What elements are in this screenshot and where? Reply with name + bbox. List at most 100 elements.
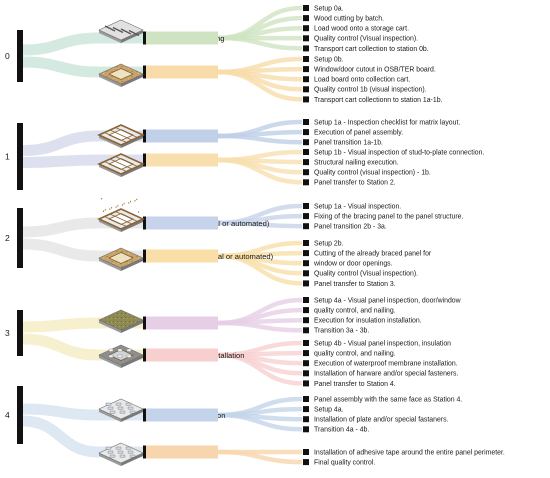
step-bullet	[303, 35, 309, 42]
step-text: Transition 3a - 3b.	[314, 328, 369, 335]
step-text: Installation of harware and/or special f…	[314, 371, 458, 378]
step-text: Transport cart collection to station 0b.	[314, 46, 429, 53]
step-bullet	[303, 270, 309, 277]
substation-label-box	[143, 348, 218, 362]
frame-panel-illustration	[97, 153, 145, 177]
step-text: Quality control (Visual inspection).	[314, 36, 418, 43]
step-text: Load board onto collection cart.	[314, 77, 410, 84]
station-flow-ribbon	[22, 32, 99, 56]
step-text: Cutting of the already braced panel for	[314, 251, 432, 258]
step-bullet	[303, 76, 309, 83]
step-text: Setup 2b.	[314, 240, 344, 247]
step-bullet	[303, 213, 309, 220]
step-bullet	[303, 45, 309, 52]
step-bullet	[303, 139, 309, 146]
step-bullet	[303, 56, 309, 62]
step-text: Quality control (Visual inspection).	[314, 271, 418, 278]
step-flow-ribbon	[217, 449, 303, 465]
step-bullet	[303, 406, 309, 413]
step-text: window or door openings.	[313, 261, 393, 268]
step-bullet	[303, 240, 309, 246]
station-number: 1	[5, 152, 10, 162]
membrane-panel-illustration	[98, 344, 144, 368]
step-text: Transport cart collectionn to station 1a…	[314, 97, 443, 104]
step-text: Structural nailing execution.	[314, 160, 399, 167]
substation-label-box	[143, 129, 218, 143]
frame-panel-illustration	[97, 124, 145, 148]
step-text: Execution of panel assembly.	[314, 130, 403, 137]
step-flow-ribbon	[217, 220, 303, 229]
step-bullet	[303, 66, 309, 73]
station-flow-ribbon	[22, 154, 99, 168]
station-bar	[17, 310, 23, 356]
substation-marker	[143, 65, 146, 79]
substation-label-box	[143, 65, 218, 79]
step-text: Quality control (visual inspection) - 1b…	[314, 170, 431, 177]
station-flow-ribbon	[22, 56, 99, 78]
substation-marker	[143, 31, 146, 45]
insulation-panel-illustration	[98, 309, 144, 333]
step-bullet	[303, 380, 309, 387]
osb-panel-illustration	[98, 63, 144, 87]
station-bar	[17, 123, 23, 190]
substation-marker	[143, 129, 146, 143]
step-bullet	[303, 260, 309, 267]
step-bullet	[303, 15, 309, 22]
step-text: Final quality control.	[314, 460, 375, 467]
step-flow-ribbon	[217, 157, 303, 185]
step-bullet	[303, 297, 309, 303]
diagram-nodes: 00a - Wood ChoppingSetup 0a.Wood cutting…	[5, 5, 505, 467]
plates-panel-illustration	[98, 442, 144, 466]
step-flow-ribbon	[217, 320, 303, 333]
station-bar	[17, 30, 23, 82]
step-bullet	[303, 169, 309, 176]
station-flow-ribbon	[22, 403, 99, 421]
step-bullet	[303, 340, 309, 346]
step-text: Load wood onto a storage cart.	[314, 26, 409, 33]
step-text: Setup 0a.	[314, 5, 344, 12]
step-text: quality control, and nailing.	[314, 351, 396, 358]
step-bullet	[303, 86, 309, 93]
step-bullet	[303, 25, 309, 32]
step-bullet	[303, 5, 309, 11]
step-text: Transition 4a - 4b.	[314, 427, 369, 434]
step-flow-ribbon	[217, 253, 303, 286]
step-bullet	[303, 426, 309, 433]
station-flow-ribbon	[22, 317, 99, 333]
step-bullet	[303, 179, 309, 186]
osb-panel-illustration	[98, 247, 144, 271]
step-bullet	[303, 327, 309, 334]
step-bullet	[303, 360, 309, 367]
station-bar	[17, 208, 23, 268]
substation-label-box	[143, 153, 218, 167]
step-bullet	[303, 119, 309, 125]
step-text: Execution of waterproof membrane install…	[314, 361, 458, 368]
step-bullet	[303, 416, 309, 423]
step-text: Wood cutting by batch.	[314, 16, 384, 23]
step-text: Window/door cutout in OSB/TER board.	[314, 67, 436, 74]
station-number: 3	[5, 328, 10, 338]
step-flow-ribbon	[217, 35, 303, 51]
step-text: Fixing of the bracing panel to the panel…	[314, 214, 463, 221]
step-text: Panel transfer to Station 4.	[314, 381, 396, 388]
station-number: 4	[5, 410, 10, 420]
step-bullet	[303, 250, 309, 257]
step-text: Setup 4a - Visual panel inspection, door…	[314, 297, 461, 304]
substation-label-box	[143, 31, 218, 45]
substation-marker	[143, 316, 146, 330]
substation-label-box	[143, 408, 218, 422]
station-flow-ribbon	[22, 333, 99, 361]
substation-label-box	[143, 249, 218, 263]
step-bullet	[303, 203, 309, 209]
station-number: 0	[5, 51, 10, 61]
step-text: Panel transition 2b - 3a.	[314, 224, 387, 231]
step-text: Panel transition 1a-1b.	[314, 140, 383, 147]
frame-dots-panel-illustration	[97, 198, 145, 232]
step-text: Installation of adhesive tape around the…	[314, 449, 505, 456]
station-flow-ribbon	[22, 415, 99, 458]
step-flow-ribbon	[217, 133, 303, 145]
step-text: Panel transfer to Station 2.	[314, 180, 396, 187]
substation-marker	[143, 153, 146, 167]
substation-marker	[143, 249, 146, 263]
